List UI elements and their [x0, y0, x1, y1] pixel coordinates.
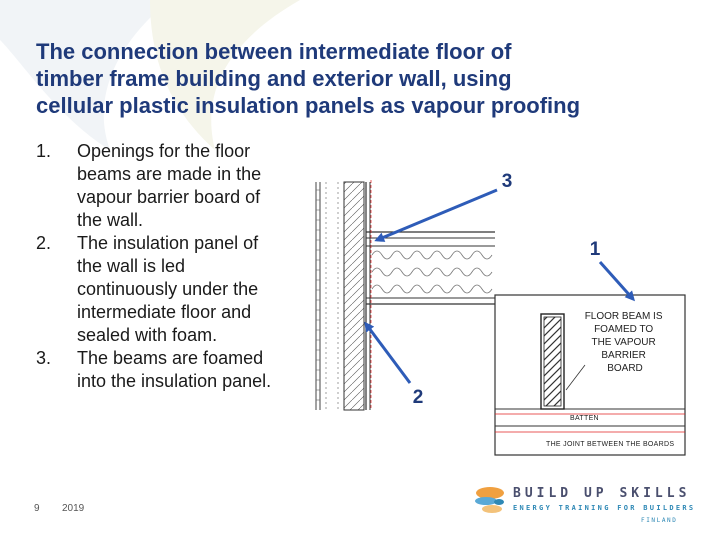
list-item: 1. Openings for the floor beams are made…: [36, 140, 304, 232]
build-up-skills-logo: BUILD UP SKILLS ENERGY TRAINING FOR BUIL…: [470, 478, 710, 528]
detail-box: [494, 294, 686, 456]
logo-emblem-icon: [475, 487, 504, 513]
callout-1: 1: [590, 239, 601, 260]
numbered-list: 1. Openings for the floor beams are made…: [36, 140, 304, 393]
title-line: The connection between intermediate floo…: [36, 39, 512, 64]
title-line: cellular plastic insulation panels as va…: [36, 93, 581, 118]
title-line: timber frame building and exterior wall,…: [36, 66, 512, 91]
joint-label: THE JOINT BETWEEN THE BOARDS: [546, 441, 674, 448]
list-item-line: intermediate floor and: [77, 302, 252, 322]
list-item-line: The insulation panel of: [77, 233, 259, 253]
list-item-line: the wall.: [77, 210, 144, 230]
logo-country: FINLAND: [641, 517, 678, 524]
list-number: 1.: [36, 141, 52, 161]
detail-note-line: BOARD: [607, 363, 643, 374]
list-item-line: the wall is led: [77, 256, 186, 276]
detail-note-line: FLOOR BEAM IS: [585, 311, 663, 322]
list-item-line: The beams are foamed: [77, 348, 264, 368]
detail-note-line: BARRIER: [601, 350, 645, 361]
callout-3: 3: [502, 171, 513, 192]
arrow-2: [364, 321, 412, 384]
callout-2: 2: [413, 387, 424, 408]
detail-note-line: FOAMED TO: [594, 324, 653, 335]
slide-number: 9: [34, 503, 40, 514]
footer-year: 2019: [62, 503, 85, 514]
list-item-line: into the insulation panel.: [77, 371, 272, 391]
list-item: 3. The beams are foamed into the insulat…: [36, 347, 304, 393]
list-item-line: sealed with foam.: [77, 325, 218, 345]
list-number: 2.: [36, 233, 52, 253]
wall-section-drawing: [315, 180, 495, 411]
list-item-line: continuously under the: [77, 279, 259, 299]
list-number: 3.: [36, 348, 52, 368]
logo-subtitle: ENERGY TRAINING FOR BUILDERS: [513, 504, 696, 512]
list-item-line: beams are made in the: [77, 164, 262, 184]
list-item: 2. The insulation panel of the wall is l…: [36, 232, 304, 347]
list-item-line: vapour barrier board of: [77, 187, 261, 207]
slide-title: The connection between intermediate floo…: [36, 38, 696, 119]
logo-title: BUILD UP SKILLS: [513, 486, 691, 501]
arrow-1: [598, 261, 635, 302]
detail-note-line: THE VAPOUR: [591, 337, 655, 348]
arrow-3: [374, 188, 498, 242]
list-item-line: Openings for the floor: [77, 141, 251, 161]
batten-label: BATTEN: [570, 415, 599, 422]
detail-note: FLOOR BEAM IS FOAMED TO THE VAPOUR BARRI…: [585, 311, 666, 374]
